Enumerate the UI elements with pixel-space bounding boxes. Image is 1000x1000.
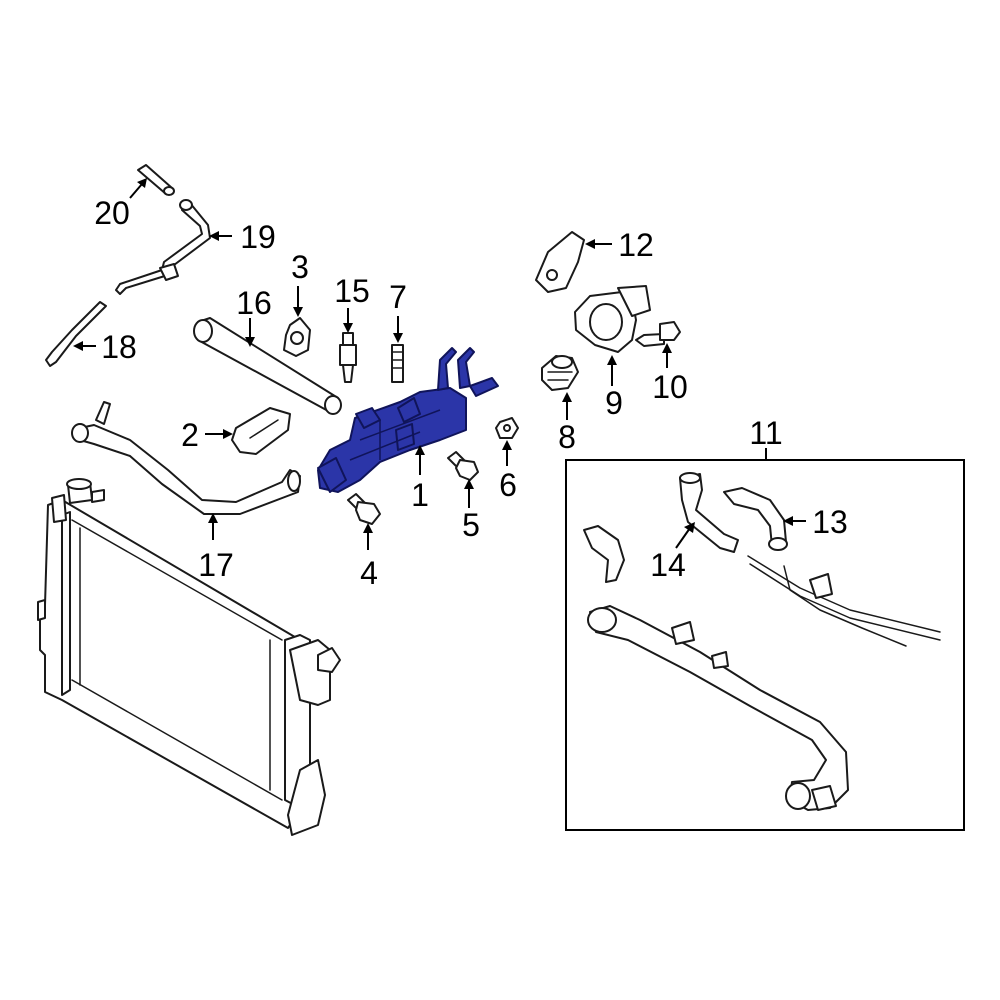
callout-15: 15 [334,273,370,309]
part-7-stud [391,344,404,383]
callout-19: 19 [240,219,276,255]
callout-5: 5 [462,507,480,543]
callout-9: 9 [605,385,623,421]
part-16-tube [193,317,342,415]
callout-7: 7 [389,279,407,315]
part-3-gasket [283,317,311,357]
part-10-bolt [635,321,681,347]
callout-14: 14 [650,547,686,583]
callout-17: 17 [198,547,234,583]
callout-3: 3 [291,249,309,285]
callout-4: 4 [360,555,378,591]
callout-1: 1 [411,477,429,513]
callout-13: 13 [812,504,848,540]
callout-10: 10 [652,369,688,405]
part-12-cover [535,231,585,293]
part-2-bracket [231,407,291,455]
callout-2: 2 [181,417,199,453]
callout-11: 11 [749,415,782,451]
part-5-bolt [447,451,479,481]
part-20-tube [137,164,175,196]
part-6-nut [495,417,519,439]
callout-16: 16 [236,285,272,321]
part-8-thermostat [541,355,579,391]
callout-labels: 1 2 3 4 5 6 7 8 9 10 11 12 13 14 15 16 1… [94,195,848,591]
part-17-pipe [71,401,301,515]
bracket-small [583,525,625,583]
part-14-hose [679,472,739,553]
part-15-sensor [339,332,357,383]
part-9-housing [574,285,651,353]
radiator [37,478,341,836]
callout-arrows [73,178,806,550]
callout-20: 20 [94,195,130,231]
part-1-water-housing [317,347,499,493]
main-hose [587,605,849,811]
callout-8: 8 [558,419,576,455]
part-19-pipe [115,199,211,295]
callout-6: 6 [499,467,517,503]
part-13-hose [723,487,788,551]
callout-12: 12 [618,227,654,263]
part-18-hose [45,301,107,367]
pipe-thin-pair [747,555,941,647]
callout-18: 18 [101,329,137,365]
part-4-bolt [347,493,381,525]
